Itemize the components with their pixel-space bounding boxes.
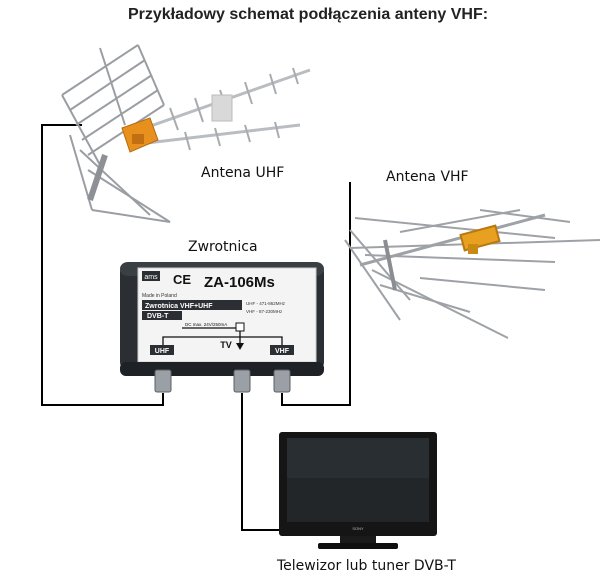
uhf-cable: [41, 124, 164, 406]
label-antenna-vhf: Antena VHF: [386, 169, 469, 185]
page-title: Przykładowy schemat podłączenia anteny V…: [127, 6, 489, 23]
port-label-uhf: UHF: [155, 348, 170, 355]
connection-lines: [41, 124, 351, 531]
f-connectors: [154, 369, 291, 393]
label-antenna-uhf: Antena UHF: [201, 165, 285, 181]
model-name: ZA-106Ms: [204, 274, 275, 291]
vhf-antenna-image: [344, 209, 601, 339]
brand-logo: ams: [144, 274, 158, 281]
label-tv: Telewizor lub tuner DVB-T: [277, 558, 456, 574]
dc-note: DC max. 24V/250mA: [185, 322, 227, 327]
port-label-tv: TV: [220, 340, 232, 350]
standard: DVB-T: [147, 313, 169, 320]
splitter-name: Zwrotnica VHF+UHF: [145, 303, 213, 310]
vhf-cable: [281, 182, 351, 406]
label-splitter: Zwrotnica: [188, 239, 258, 255]
uhf-antenna-image: [61, 44, 311, 223]
uhf-range: UHF - 471-862MHz: [246, 301, 286, 306]
splitter-box: ams CE ZA-106Ms Made in Poland Zwrotnica…: [120, 262, 324, 393]
made-in: Made in Poland: [142, 293, 177, 299]
tv-cable: [241, 393, 279, 531]
vhf-range: VHF - 87-230MHz: [246, 309, 283, 314]
ce-mark: CE: [173, 272, 191, 287]
port-label-vhf: VHF: [275, 348, 290, 355]
tv-brand: SONY: [352, 526, 364, 531]
tv-image: SONY: [279, 432, 437, 549]
